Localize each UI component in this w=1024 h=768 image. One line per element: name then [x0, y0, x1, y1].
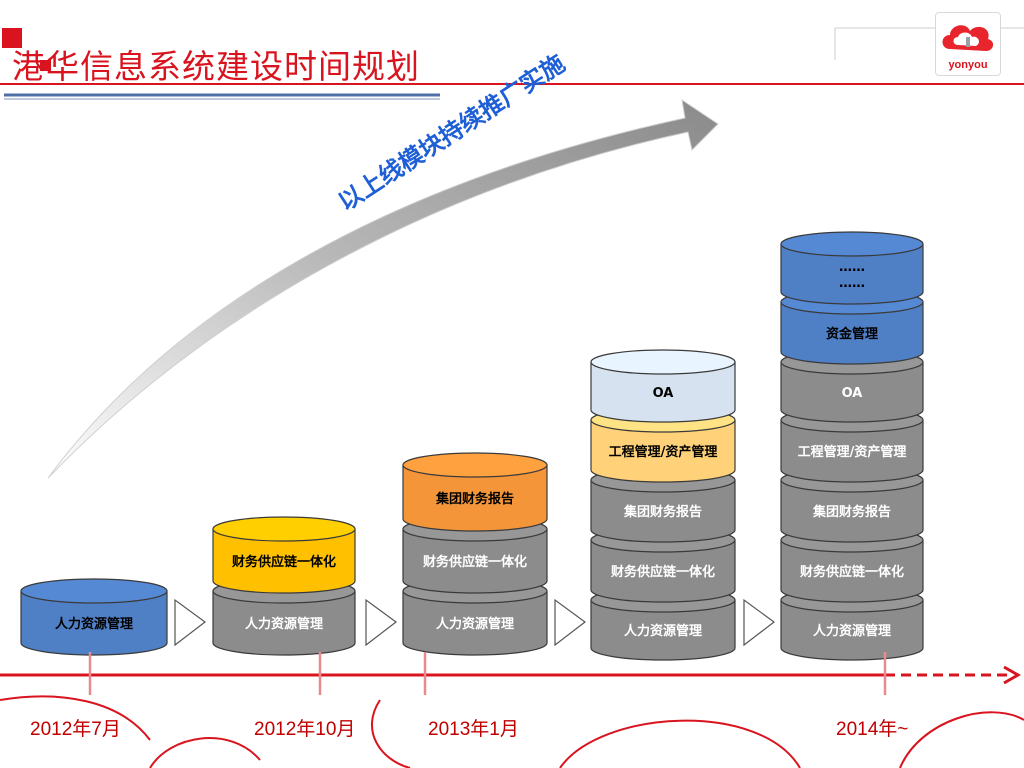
date-label: 2012年7月: [30, 714, 121, 741]
date-label: 2014年~: [836, 714, 908, 741]
date-label: 2013年1月: [428, 714, 519, 741]
date-label: 2012年10月: [254, 714, 355, 741]
